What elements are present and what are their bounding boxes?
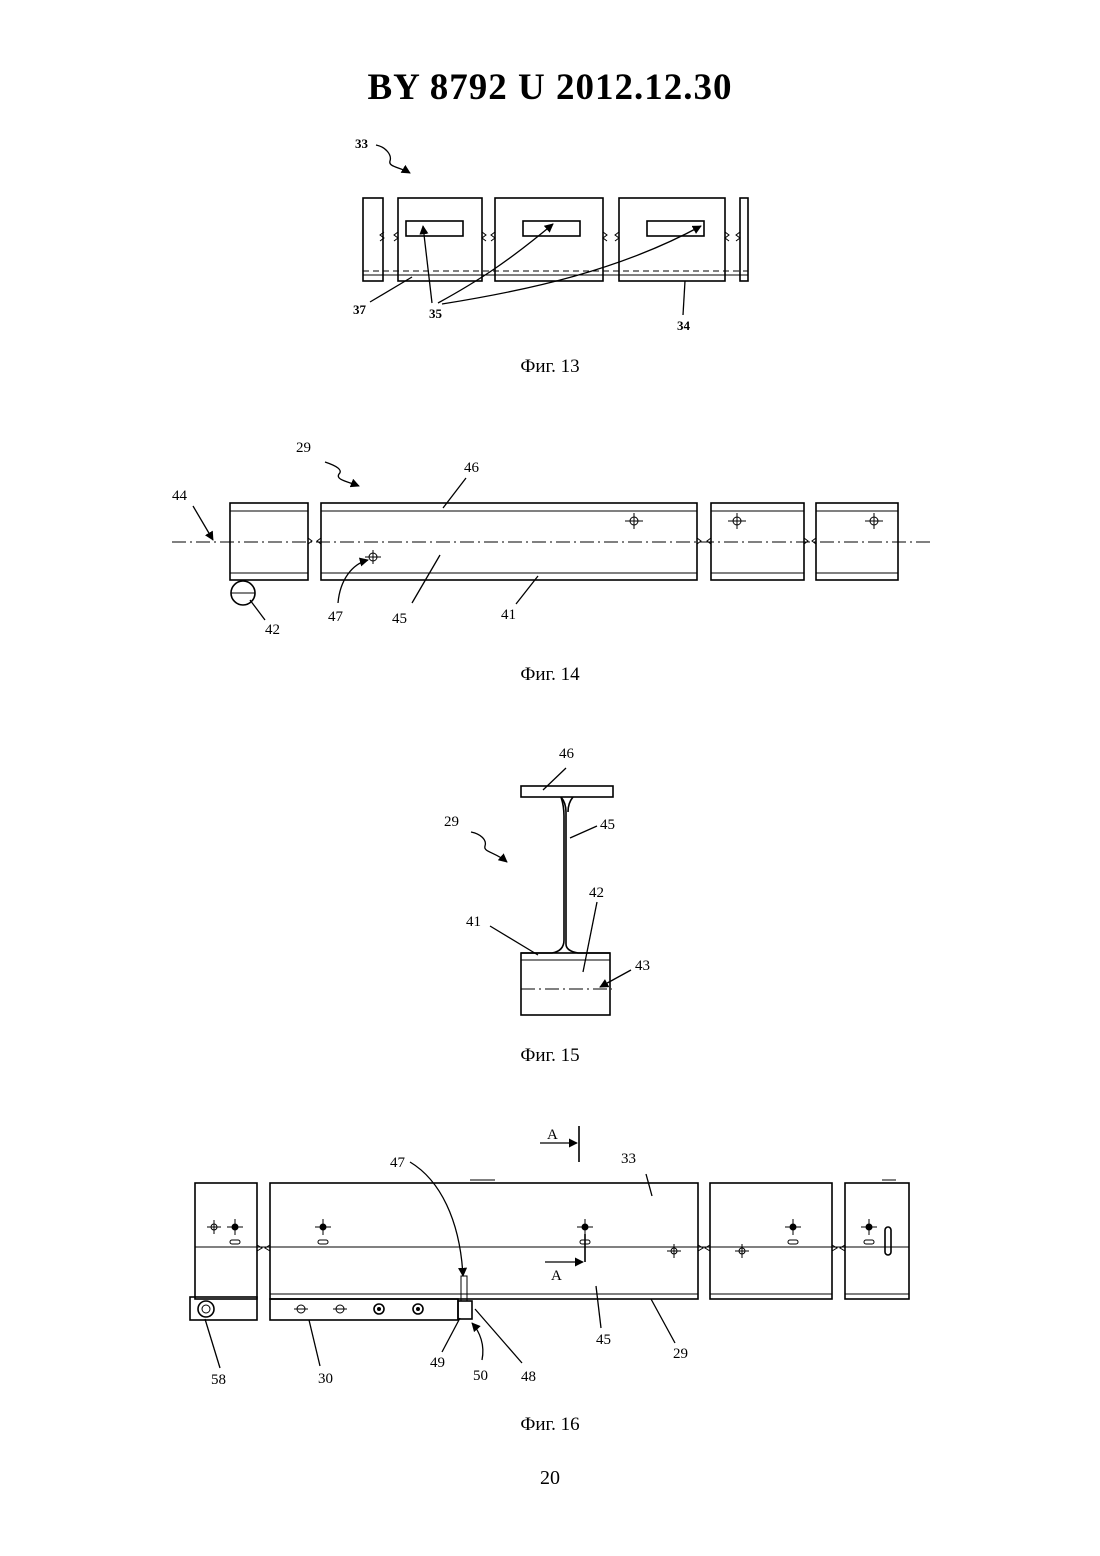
label-29: 29 <box>444 814 459 830</box>
label-46: 46 <box>464 460 480 476</box>
section-label-a-bottom: A <box>551 1268 562 1284</box>
label-33: 33 <box>621 1151 636 1167</box>
label-35: 35 <box>429 306 443 321</box>
label-48: 48 <box>521 1369 536 1385</box>
label-42: 42 <box>589 885 604 901</box>
label-46: 46 <box>559 746 575 762</box>
label-33: 33 <box>355 136 369 151</box>
label-45: 45 <box>392 611 407 627</box>
figure-13-drawing: 33 37 35 34 <box>353 136 748 333</box>
figure-16-caption: Фиг. 16 <box>0 1414 1100 1436</box>
figure-15-caption: Фиг. 15 <box>0 1045 1100 1067</box>
label-41: 41 <box>501 607 516 623</box>
label-47: 47 <box>390 1155 406 1171</box>
page-number: 20 <box>0 1467 1100 1490</box>
label-30: 30 <box>318 1371 333 1387</box>
label-29: 29 <box>673 1346 688 1362</box>
figure-15-drawing: 46 29 45 42 41 43 <box>444 746 650 1015</box>
label-29: 29 <box>296 440 311 456</box>
label-41: 41 <box>466 914 481 930</box>
label-42: 42 <box>265 622 280 638</box>
label-45: 45 <box>600 817 615 833</box>
label-34: 34 <box>677 318 691 333</box>
label-45: 45 <box>596 1332 611 1348</box>
figure-14-caption: Фиг. 14 <box>0 664 1100 686</box>
label-44: 44 <box>172 488 188 504</box>
figure-13-caption: Фиг. 13 <box>0 356 1100 378</box>
label-58: 58 <box>211 1372 226 1388</box>
figure-16-drawing: A 47 33 A 45 29 58 30 49 50 48 <box>190 1126 909 1388</box>
label-37: 37 <box>353 302 367 317</box>
figure-14-drawing: 29 44 46 42 47 45 41 <box>172 440 930 638</box>
label-43: 43 <box>635 958 650 974</box>
label-50: 50 <box>473 1368 488 1384</box>
section-label-a-top: A <box>547 1127 558 1143</box>
label-49: 49 <box>430 1355 445 1371</box>
label-47: 47 <box>328 609 344 625</box>
